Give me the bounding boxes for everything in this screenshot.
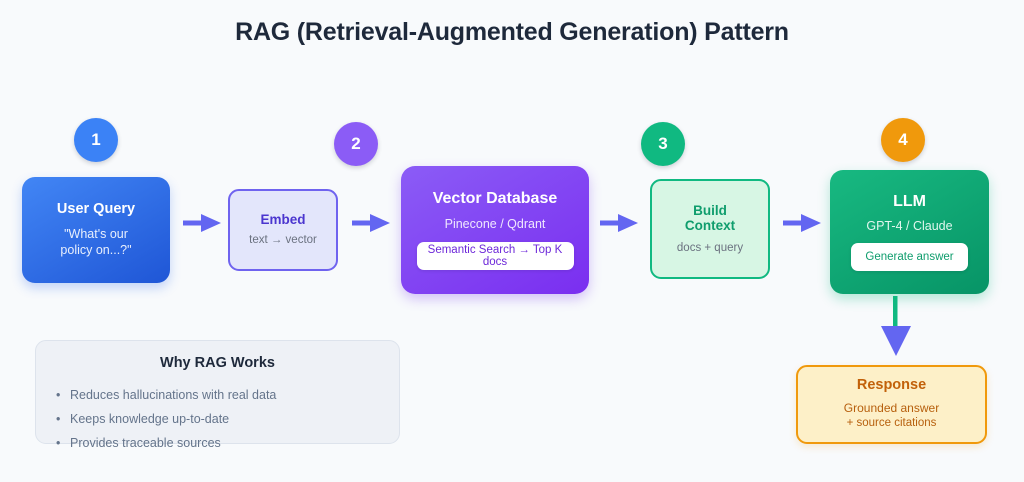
step-badge-3: 3 <box>641 122 685 166</box>
arrow-down-icon <box>877 296 915 363</box>
node-response-subtitle-line2: + source citations <box>846 417 937 430</box>
step-badge-1: 1 <box>74 118 118 162</box>
why-rag-works-list: Reduces hallucinations with real data Ke… <box>54 383 381 455</box>
semantic-search-pill[interactable]: Semantic Search → Top K docs <box>416 241 574 270</box>
step-badge-4: 4 <box>881 118 925 162</box>
node-user-query-subtitle: "What's our policy on...?" <box>60 226 131 259</box>
node-build-context-title: Build Context <box>685 203 735 234</box>
node-embed-title: Embed <box>260 211 306 227</box>
node-response-subtitle-line1: Grounded answer <box>843 400 940 415</box>
arrow-right-icon-2 <box>352 212 390 239</box>
node-user-query-subtitle-line1: "What's our <box>64 227 128 242</box>
node-user-query-title: User Query <box>56 201 136 218</box>
generate-answer-pill[interactable]: Generate answer <box>851 242 968 271</box>
list-item: Reduces hallucinations with real data <box>54 383 381 407</box>
node-build-context-title-line2: Context <box>684 218 736 234</box>
node-vector-database-subtitle: Pinecone / Qdrant <box>444 216 546 231</box>
node-user-query-subtitle-line2: policy on...?" <box>60 243 132 258</box>
node-llm-subtitle: GPT-4 / Claude <box>866 218 953 233</box>
why-rag-works-title: Why RAG Works <box>160 355 275 371</box>
node-user-query[interactable]: User Query "What's our policy on...?" <box>22 177 170 283</box>
node-embed[interactable]: Embed text → vector <box>228 189 338 271</box>
node-vector-database-title: Vector Database <box>432 190 558 208</box>
node-build-context-title-line1: Build <box>693 202 727 218</box>
page-title: RAG (Retrieval-Augmented Generation) Pat… <box>235 18 789 46</box>
node-vector-database[interactable]: Vector Database Pinecone / Qdrant Semant… <box>401 166 589 294</box>
arrow-right-icon-1 <box>183 212 221 239</box>
step-badge-2: 2 <box>334 122 378 166</box>
list-item: Keeps knowledge up-to-date <box>54 407 381 431</box>
node-embed-subtitle: text → vector <box>249 234 317 247</box>
node-build-context[interactable]: Build Context docs + query <box>650 179 770 279</box>
node-response[interactable]: Response Grounded answer + source citati… <box>796 365 987 444</box>
arrow-right-icon-3 <box>600 212 638 239</box>
why-rag-works-panel: Why RAG Works Reduces hallucinations wit… <box>35 340 400 455</box>
node-response-title: Response <box>856 377 927 394</box>
node-llm-title: LLM <box>893 193 926 211</box>
list-item: Provides traceable sources <box>54 431 381 455</box>
node-build-context-subtitle: docs + query <box>676 241 744 254</box>
node-llm[interactable]: LLM GPT-4 / Claude Generate answer <box>830 170 989 294</box>
arrow-right-icon-4 <box>783 212 821 239</box>
